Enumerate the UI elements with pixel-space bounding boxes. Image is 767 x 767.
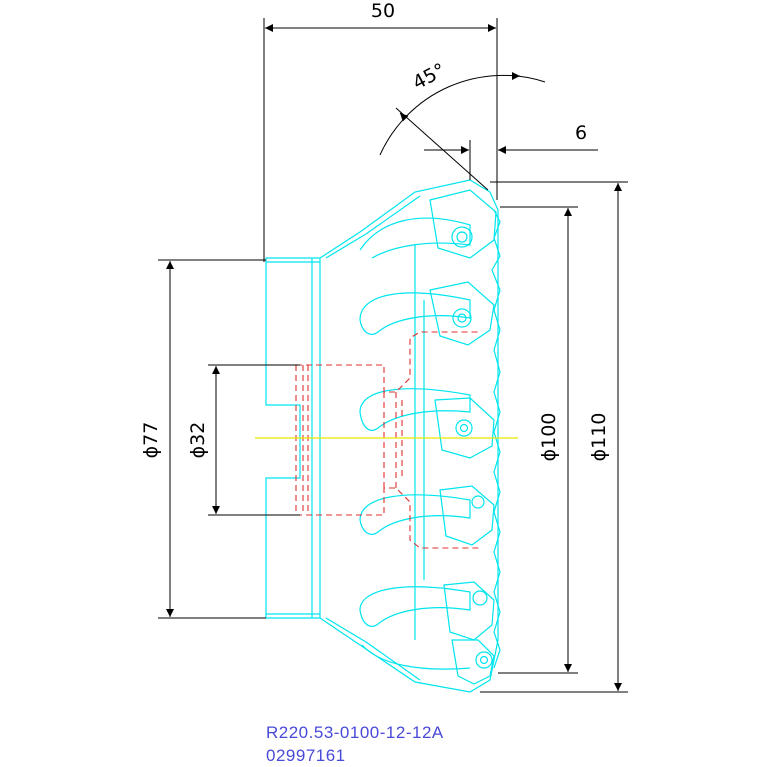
cutter-body <box>265 179 501 693</box>
dim-diameter-110: ϕ110 <box>588 413 610 462</box>
order-code: 02997161 <box>266 746 346 765</box>
part-number: R220.53-0100-12-12A <box>266 723 444 742</box>
dim-diameter-100: ϕ100 <box>538 413 560 462</box>
dim-diameter-32: ϕ32 <box>187 422 209 459</box>
dimension-lines <box>158 18 628 693</box>
hidden-bore-lines <box>266 331 480 549</box>
dim-offset-6: 6 <box>575 122 587 144</box>
dim-length-50: 50 <box>371 0 395 22</box>
dim-diameter-77: ϕ77 <box>140 422 162 459</box>
